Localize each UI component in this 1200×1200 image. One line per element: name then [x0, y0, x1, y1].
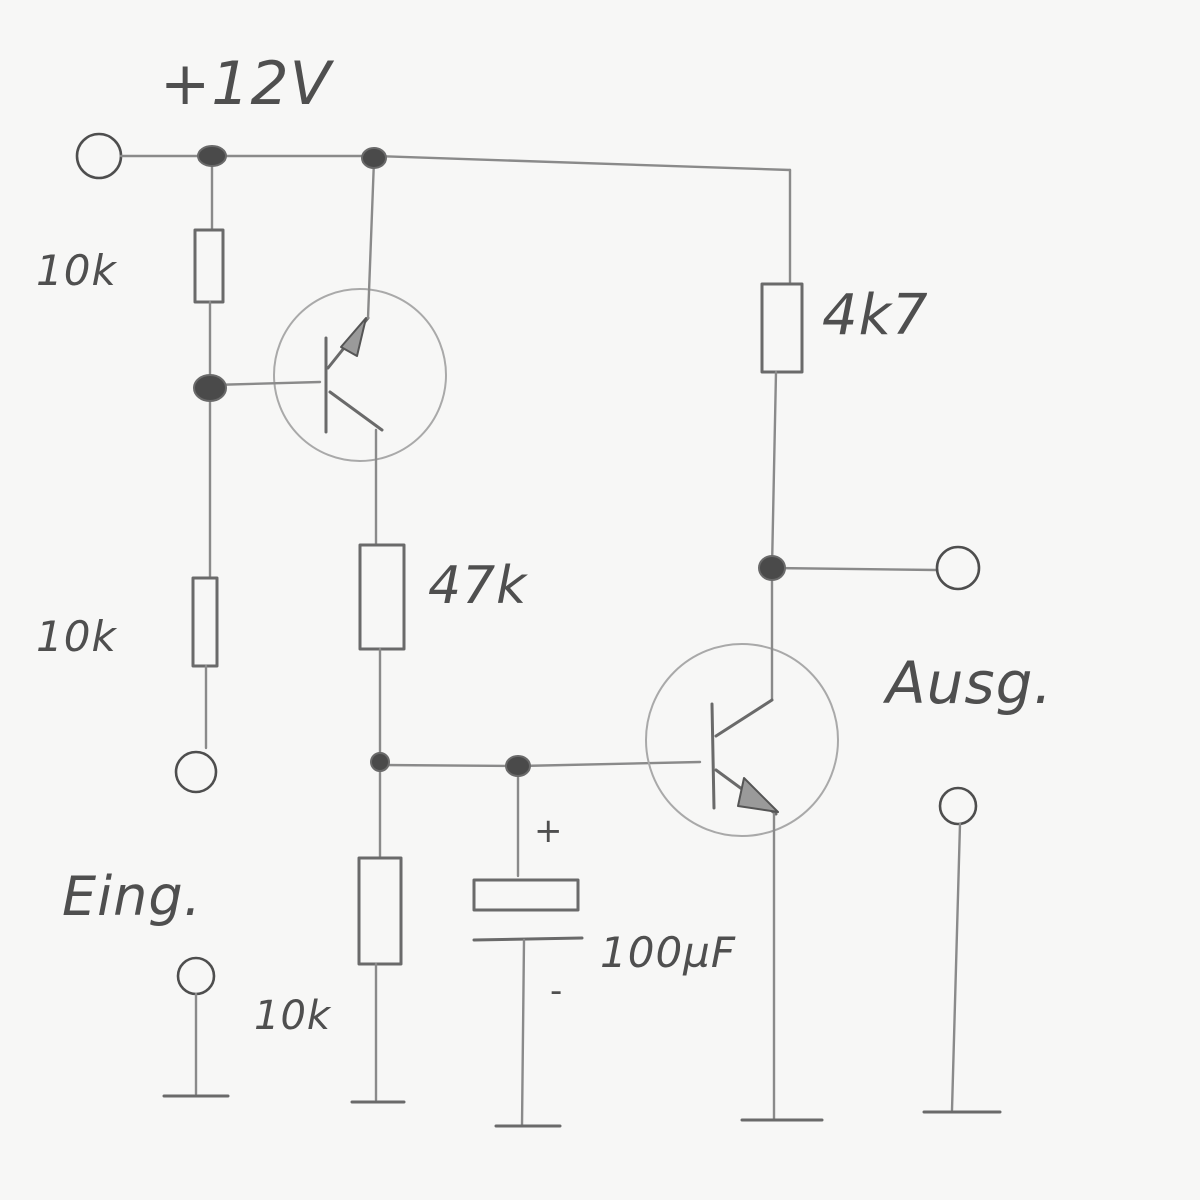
junction-supply-left [197, 145, 227, 167]
capacitor-value-label: 100µF [600, 928, 737, 977]
supply-rail-wire [119, 154, 792, 172]
transistor-t2-envelope [645, 643, 839, 837]
t1-emitter-arrow [340, 317, 367, 357]
resistor-r3 [358, 543, 406, 651]
t1-emitter-wire [366, 158, 376, 320]
r3-value-label: 47k [428, 556, 528, 616]
capacitor-negative-plate [472, 936, 584, 942]
junction-cap [505, 755, 531, 777]
t2-collector-leg [714, 698, 774, 738]
input-lower-terminal [176, 956, 216, 996]
r1-value-label: 10k [36, 246, 117, 295]
output-ground-wire [950, 822, 962, 1112]
transistor-t1-envelope [273, 288, 447, 462]
cap-lower-wire [520, 938, 526, 1128]
junction-r3-r4 [370, 752, 390, 772]
input-label: Eing. [62, 865, 202, 928]
rc-value-label: 4k7 [822, 283, 929, 348]
resistor-rc [760, 282, 804, 374]
supply-terminal [75, 132, 123, 180]
t1-collector-leg [328, 390, 384, 432]
output-wire [770, 566, 938, 572]
resistor-r1 [193, 228, 225, 304]
t2-emitter-arrow [737, 777, 779, 813]
junction-divider [193, 374, 227, 402]
output-lower-terminal [938, 786, 978, 826]
base-node-wire [378, 760, 702, 768]
capacitor-plus-label: + [534, 811, 564, 851]
t2-base-bar [710, 702, 716, 810]
input-upper-terminal [174, 750, 218, 794]
resistor-r4 [357, 856, 403, 966]
rc-lower-wire [770, 370, 778, 570]
t1-base-wire [210, 380, 322, 387]
capacitor-minus-label: - [550, 971, 564, 1011]
junction-supply-t1 [361, 147, 387, 169]
r2-value-label: 10k [36, 612, 117, 661]
junction-output [758, 555, 786, 581]
resistor-r2 [191, 576, 219, 668]
r4-value-label: 10k [254, 993, 332, 1039]
output-upper-terminal [935, 545, 981, 591]
supply-voltage-label: +12V [160, 49, 332, 119]
capacitor-positive-plate [472, 878, 580, 912]
output-label: Ausg. [886, 649, 1053, 717]
